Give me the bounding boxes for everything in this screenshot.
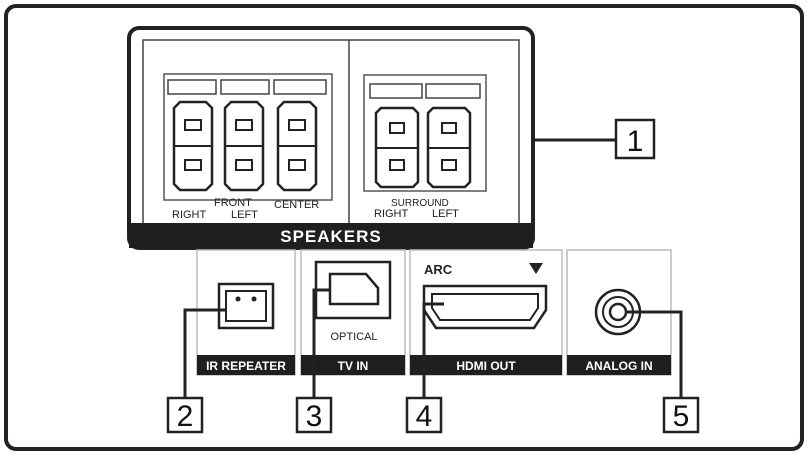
- front-center-terminal-frame: [163, 73, 333, 201]
- surround-left-label: LEFT: [432, 208, 459, 220]
- callout-4-number: 4: [416, 400, 433, 433]
- analog-in-band: [567, 355, 671, 375]
- speaker-terminal-icon[interactable]: [223, 100, 265, 192]
- callout-2-leader: [183, 308, 226, 400]
- callout-1-box: [614, 118, 656, 160]
- surround-right-color-strip: [369, 83, 423, 99]
- center-label: CENTER: [274, 199, 319, 211]
- ir-repeater-port-icon[interactable]: [217, 282, 275, 330]
- ir-repeater-label: IR REPEATER: [206, 359, 286, 373]
- surround-label: SURROUND: [391, 198, 449, 209]
- callout-5-leader: [626, 310, 683, 400]
- speakers-band: [129, 223, 533, 248]
- callout-5-box: [662, 396, 700, 434]
- surround-terminal-frame: [363, 74, 487, 192]
- tv-in-label: TV IN: [338, 359, 369, 373]
- callout-4-leader: [422, 302, 444, 400]
- front-right-label: RIGHT: [172, 209, 207, 221]
- ir-repeater-band: [197, 355, 295, 375]
- tv-in-band: [301, 355, 405, 375]
- hdmi-out-section: ARC HDMI OUT: [409, 249, 563, 376]
- ir-repeater-section: IR REPEATER: [196, 249, 296, 376]
- callout-5-number: 5: [673, 400, 690, 433]
- speaker-terminal-icon[interactable]: [276, 100, 318, 192]
- device-frame: [4, 4, 804, 451]
- callout-3-leader: [312, 288, 330, 400]
- callout-2-box: [166, 396, 204, 434]
- optical-label: OPTICAL: [330, 331, 377, 343]
- surround-left-color-strip: [425, 83, 481, 99]
- surround-terminals: [363, 74, 487, 192]
- callout-4-box: [405, 396, 443, 434]
- surround-right-label: RIGHT: [374, 208, 409, 220]
- front-right-color-strip: [167, 79, 217, 95]
- callout-3-box: [295, 396, 333, 434]
- speaker-terminal-icon[interactable]: [374, 106, 420, 189]
- arc-label: ARC: [424, 262, 453, 277]
- hdmi-port-icon[interactable]: [422, 284, 548, 330]
- callout-3-number: 3: [306, 400, 323, 433]
- callout-2-number: 2: [177, 400, 194, 433]
- speaker-terminal-icon[interactable]: [426, 106, 472, 189]
- speaker-terminal-icon[interactable]: [172, 100, 214, 192]
- front-left-label: LEFT: [231, 209, 258, 221]
- analog-in-label: ANALOG IN: [585, 359, 652, 373]
- triangle-down-icon: [529, 263, 543, 274]
- callout-1-number: 1: [627, 125, 644, 158]
- hdmi-out-label: HDMI OUT: [456, 359, 516, 373]
- speakers-band-label: SPEAKERS: [280, 227, 382, 246]
- front-left-color-strip: [220, 79, 270, 95]
- analog-in-section: ANALOG IN: [566, 249, 672, 376]
- center-color-strip: [273, 79, 327, 95]
- front-center-terminals: [163, 73, 333, 201]
- front-label: FRONT: [214, 197, 252, 209]
- tv-in-section: OPTICAL TV IN: [300, 249, 406, 376]
- hdmi-out-band: [410, 355, 562, 375]
